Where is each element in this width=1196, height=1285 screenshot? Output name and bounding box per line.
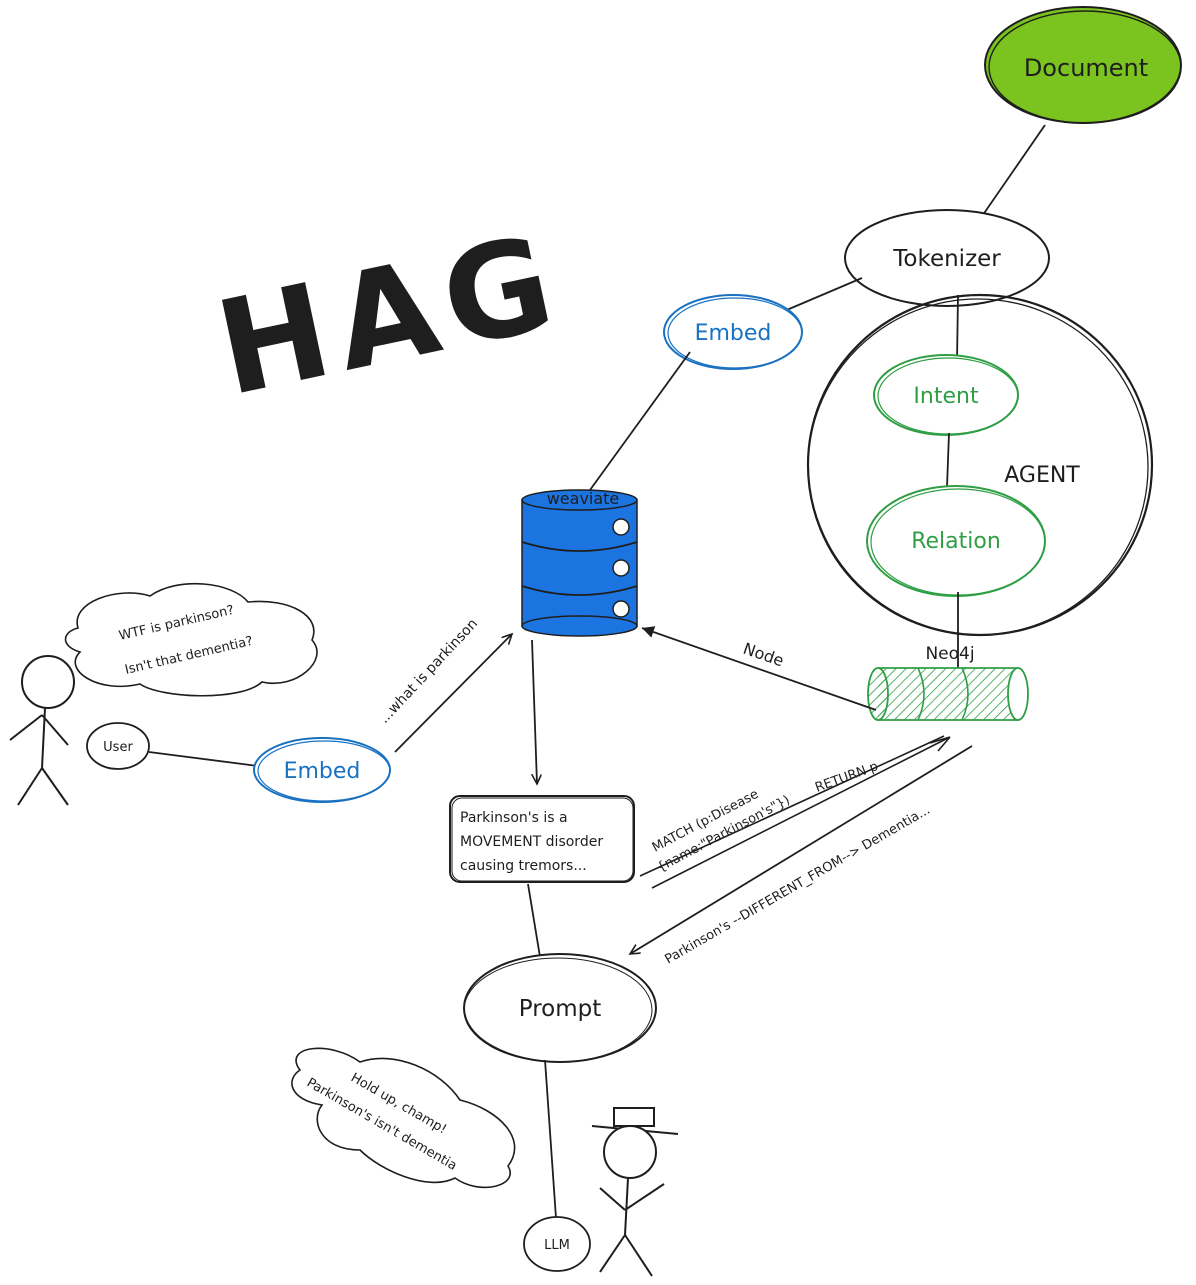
weaviate-database[interactable]: weaviate [521,489,638,637]
intent-label: Intent [913,384,979,409]
answer-line1: Parkinson's is a [460,810,568,826]
neo4j-label: Neo4j [925,644,974,664]
llm-thought-bubble: Hold up, champ! Parkinson's isn't dement… [291,1047,516,1189]
document-node[interactable]: Document [984,6,1182,124]
arrowhead [929,736,951,744]
tokenizer-label: Tokenizer [892,246,1001,272]
user-thought-bubble: WTF is parkinson? Isn't that dementia? [64,582,318,697]
embed-user-label: Embed [284,759,361,784]
db-disk-indicator [612,600,630,618]
db-disk-indicator [612,518,630,536]
tokenizer-node[interactable]: Tokenizer [844,209,1050,307]
edge-neo4j-weaviate [641,626,877,711]
embed-top-node[interactable]: Embed [663,294,803,370]
user-node[interactable]: User [86,722,150,770]
embed-top-label: Embed [695,321,772,346]
embed-user-node[interactable]: Embed [253,737,391,803]
edge-user-embed [148,751,259,767]
edge-prompt-llm [544,1059,557,1219]
edge-neo4j-prompt [630,745,973,954]
edge-tokenizer-embed [781,277,863,313]
edge-embed-weaviate [589,351,691,491]
edge-document-tokenizer [977,124,1046,223]
answer-line2: MOVEMENT disorder [460,834,603,850]
db-disk-indicator [612,559,630,577]
prompt-label: Prompt [519,996,602,1022]
intent-node[interactable]: Intent [873,354,1019,436]
user-stick-figure [9,655,75,806]
edge-embed-user-weaviate [394,634,512,753]
prompt-node[interactable]: Prompt [463,953,657,1063]
arrowhead [937,736,951,752]
agent-group[interactable]: AGENT [806,293,1154,637]
llm-stick-figure [591,1107,679,1277]
llm-label: LLM [544,1238,570,1253]
llm-node[interactable]: LLM [523,1216,591,1272]
agent-label: AGENT [1004,463,1080,488]
edge-intent-relation [946,432,950,488]
document-label: Document [1024,54,1148,82]
edge-weaviate-answer [532,639,537,784]
relation-label: Relation [911,529,1001,554]
neo4j-database[interactable]: Neo4j [867,644,1029,721]
relation-node[interactable]: Relation [866,485,1046,597]
answer-box[interactable]: Parkinson's is a MOVEMENT disorder causi… [449,795,635,883]
diagram-title: HAG [205,205,575,426]
user-label: User [103,740,133,755]
edge-match-query [639,735,949,889]
edge-answer-prompt [527,883,542,964]
weaviate-label: weaviate [547,489,620,508]
edge-label-what-is: ...what is parkinson [376,616,481,727]
edge-tokenizer-intent [956,294,959,363]
answer-line3: causing tremors... [460,858,587,874]
